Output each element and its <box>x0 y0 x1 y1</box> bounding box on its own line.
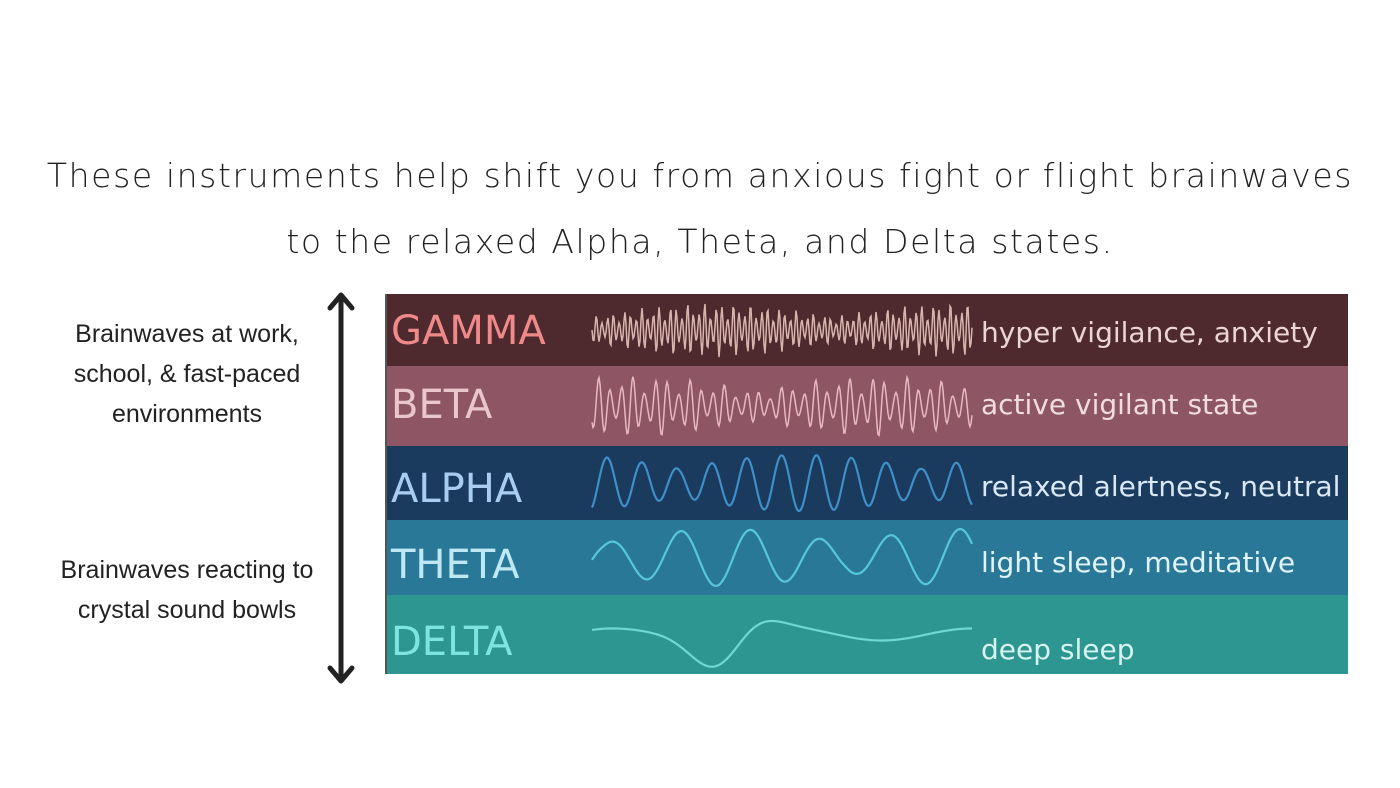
band-description: hyper vigilance, anxiety <box>981 316 1318 349</box>
wave-line <box>591 374 973 437</box>
heading-line-2: to the relaxed Alpha, Theta, and Delta s… <box>286 222 1114 261</box>
double-arrow-icon <box>327 292 355 684</box>
waveform-theta <box>591 527 974 588</box>
band-description: relaxed alertness, neutral <box>981 470 1341 503</box>
side-label-bottom: Brainwaves reacting to crystal sound bow… <box>60 556 314 624</box>
band-name: ALPHA <box>391 466 523 512</box>
band-row-delta: DELTA deep sleep <box>387 595 1348 674</box>
wave-line <box>591 619 972 668</box>
waveform-beta <box>591 374 973 437</box>
band-name: DELTA <box>391 619 513 665</box>
waveform-alpha <box>590 454 973 513</box>
band-row-gamma: GAMMA hyper vigilance, anxiety <box>387 294 1348 366</box>
band-description: deep sleep <box>981 633 1135 666</box>
side-label-top: Brainwaves at work, school, & fast-paced… <box>73 320 301 428</box>
heading-line-1: These instruments help shift you from an… <box>46 156 1354 195</box>
band-description: active vigilant state <box>981 388 1259 421</box>
band-row-theta: THETA light sleep, meditative <box>387 520 1348 595</box>
band-name: GAMMA <box>391 308 546 354</box>
band-name: BETA <box>391 382 493 428</box>
band-row-beta: BETA active vigilant state <box>387 366 1348 446</box>
band-name: THETA <box>391 542 520 588</box>
waveform-delta <box>591 619 972 668</box>
band-row-alpha: ALPHA relaxed alertness, neutral <box>387 446 1348 520</box>
waveform-gamma <box>591 303 973 358</box>
wave-line <box>590 454 973 513</box>
wave-line <box>591 527 974 588</box>
band-description: light sleep, meditative <box>981 546 1296 579</box>
wave-line <box>591 303 973 358</box>
